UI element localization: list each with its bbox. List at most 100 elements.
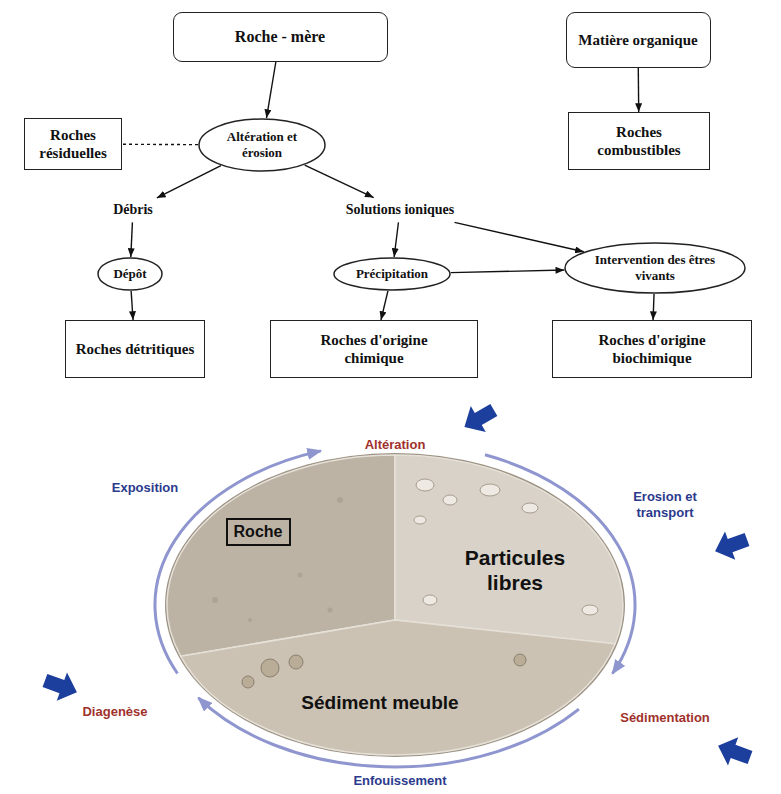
sector-title: Sédiment meuble [299, 692, 461, 715]
pointer-arrow [713, 732, 755, 772]
grain [328, 608, 333, 613]
product-text: Solutions ioniques [344, 201, 457, 220]
flow-connector [131, 222, 133, 257]
pointer-arrow [710, 525, 752, 565]
node-text: Solutions ioniques [346, 202, 455, 219]
rock-texture [212, 497, 343, 622]
grain [248, 618, 252, 622]
node-text-group: Roche - mère [235, 27, 325, 46]
node-text-group: Particules libres [453, 545, 578, 595]
flow-connector [381, 291, 388, 320]
node-text: Roche [234, 522, 283, 541]
node-text-group: Dépôt [113, 266, 146, 282]
cycle-step-label: Exposition [112, 480, 178, 496]
source-box: Roche - mère [173, 12, 388, 62]
pointer-arrows [40, 397, 755, 772]
source-box: Matière organique [566, 12, 711, 68]
ooid [289, 655, 303, 669]
flow-connector [638, 68, 640, 112]
pebble [582, 605, 598, 615]
flow-connector [122, 144, 198, 146]
node-text-group: Débris [113, 202, 153, 219]
node-text-group: Roches combustibles [579, 123, 699, 159]
node-text: Intervention des êtres vivants [586, 252, 724, 283]
ooids [242, 654, 526, 688]
node-text: Roches résiduelles [31, 126, 115, 162]
process-ellipse: Altération et érosion [198, 118, 326, 172]
node-text-group: Sédiment meuble [301, 692, 458, 715]
ellipse-shape [334, 258, 450, 290]
node-text-group: Précipitation [356, 266, 428, 282]
node-text-group: Roche [234, 522, 283, 541]
cycle-arc [155, 451, 321, 674]
flow-connector [394, 222, 398, 257]
product-text: Débris [111, 201, 155, 220]
rock-box: Roches détritiques [65, 320, 205, 378]
node-text: Précipitation [356, 266, 428, 282]
process-ellipse: Intervention des êtres vivants [564, 242, 746, 294]
pointer-arrow [457, 397, 501, 440]
cycle-step-label: Enfouissement [353, 773, 446, 789]
flow-connector [451, 270, 564, 273]
pebble [443, 495, 457, 505]
grain [298, 573, 303, 578]
ellipse-shape [98, 258, 162, 290]
node-text: Sédiment meuble [301, 692, 458, 715]
sector-title-box: Roche [226, 518, 291, 546]
pointer-arrow [40, 666, 82, 706]
cycle-step-label: Erosion et transport [618, 489, 713, 520]
node-text-group: Roches détritiques [76, 340, 195, 358]
node-text: Roches combustibles [579, 123, 699, 159]
cycle-step-label: Sédimentation [620, 710, 710, 726]
flow-connector [131, 291, 133, 320]
node-text: Roches détritiques [76, 340, 195, 358]
flow-connector [455, 222, 584, 251]
sector-title: Particules libres [453, 545, 578, 596]
rock-box: Roches résiduelles [24, 118, 122, 170]
flow-connector [652, 294, 654, 320]
node-text-group: Matière organique [578, 31, 697, 49]
node-text-group: Solutions ioniques [346, 202, 455, 219]
node-text-group: Intervention des êtres vivants [586, 252, 724, 283]
grain [212, 597, 218, 603]
grain [337, 497, 343, 503]
flow-connector [266, 62, 275, 118]
pebbles [414, 479, 598, 615]
particles-sector [395, 455, 623, 644]
node-text: Matière organique [578, 31, 697, 49]
pebble [423, 595, 437, 605]
node-text-group: Altération et érosion [214, 129, 310, 160]
node-text: Particules libres [453, 545, 578, 595]
cycle-step-label: Diagenèse [82, 704, 147, 720]
process-ellipse: Dépôt [97, 257, 163, 291]
flow-connector [305, 165, 374, 197]
node-text-group: Roches résiduelles [31, 126, 115, 162]
ooid [261, 659, 279, 677]
rock-box: Roches combustibles [568, 112, 710, 170]
cycle-step-label: Altération [365, 437, 426, 453]
node-text: Roche - mère [235, 27, 325, 46]
rock-box: Roches d'origine chimique [270, 320, 478, 378]
node-text: Altération et érosion [214, 129, 310, 160]
ellipse-shape [565, 243, 745, 293]
pebble [414, 516, 426, 524]
process-ellipse: Précipitation [333, 257, 451, 291]
pebble [480, 484, 500, 496]
pebble [416, 479, 434, 491]
node-text: Dépôt [113, 266, 146, 282]
sediment-sector [181, 620, 616, 755]
ooid [514, 654, 526, 666]
node-text: Débris [113, 202, 153, 219]
node-text: Roches d'origine chimique [306, 331, 442, 367]
node-text-group: Roches d'origine chimique [306, 331, 442, 367]
flow-connector [157, 166, 221, 198]
node-text-group: Roches d'origine biochimique [583, 331, 721, 367]
node-text: Roches d'origine biochimique [583, 331, 721, 367]
pebble [522, 503, 538, 513]
rock-box: Roches d'origine biochimique [552, 320, 752, 378]
ellipse-shape [199, 119, 325, 171]
rock-disc-edge [165, 453, 625, 757]
ooid [242, 676, 254, 688]
